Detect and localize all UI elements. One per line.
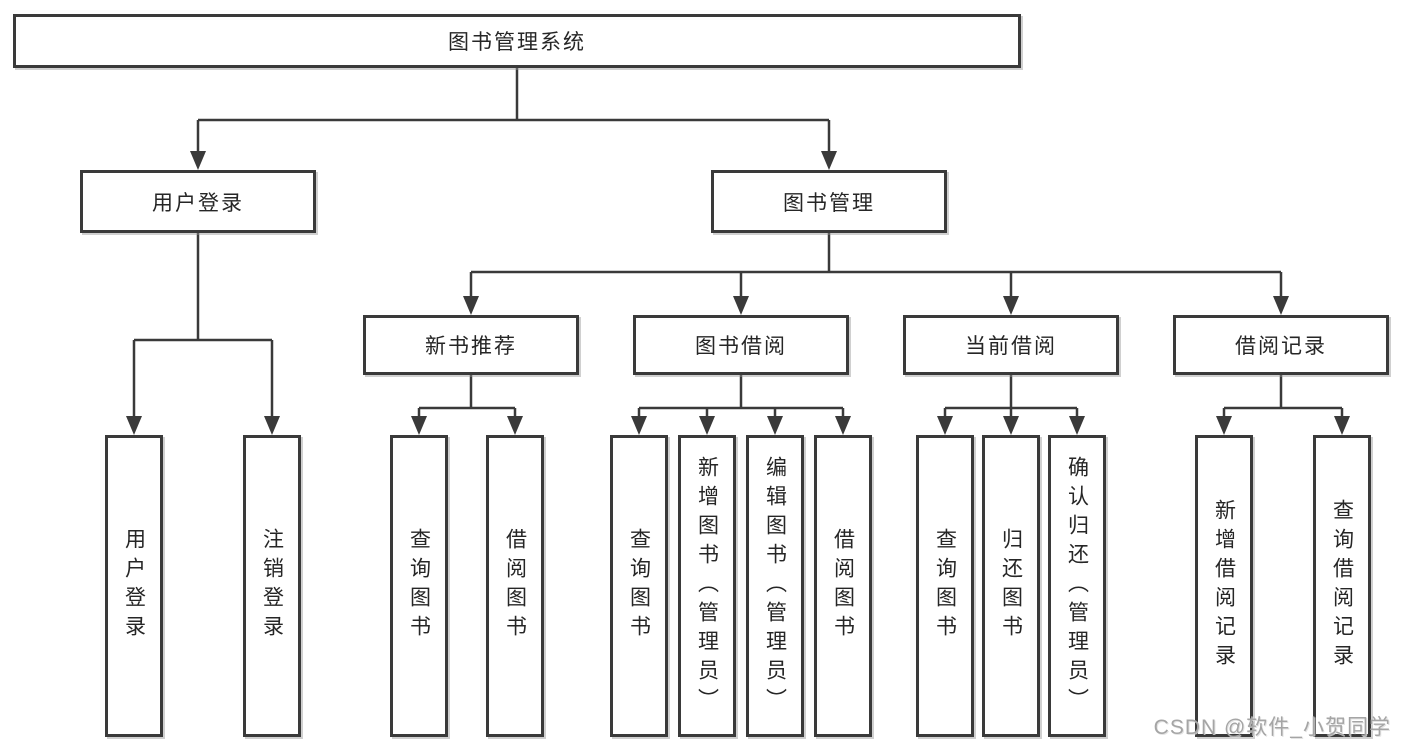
node-label: 查询借阅记录 [1330,499,1354,673]
arrow-down-icon [1216,416,1232,435]
arrow-down-icon [507,416,523,435]
leaf-current-confirm-return-admin: 确认归还（管理员） [1048,435,1106,737]
arrow-down-icon [1334,416,1350,435]
leaf-borrowing-query-books: 查询图书 [610,435,668,737]
node-label: 借阅图书 [503,528,527,644]
node-label: 查询图书 [627,528,651,644]
arrow-down-icon [190,151,206,170]
node-book-management: 图书管理 [711,170,947,233]
node-label: 当前借阅 [965,335,1057,358]
node-current-borrowing: 当前借阅 [903,315,1119,375]
node-label: 新增借阅记录 [1212,499,1236,673]
node-label: 确认归还（管理员） [1065,455,1089,717]
node-label: 编辑图书（管理员） [763,455,787,717]
node-label: 归还图书 [999,528,1023,644]
node-user-login: 用户登录 [80,170,316,233]
leaf-borrowing-edit-books-admin: 编辑图书（管理员） [746,435,804,737]
node-label: 图书管理系统 [448,31,586,54]
node-label: 借阅图书 [831,528,855,644]
arrow-down-icon [1003,296,1019,315]
node-label: 新书推荐 [425,335,517,358]
watermark: CSDN @软件_小贺同学 [1153,716,1391,739]
arrow-down-icon [126,416,142,435]
node-label: 用户登录 [122,528,146,644]
arrow-down-icon [821,151,837,170]
arrowheads [126,151,1350,435]
leaf-borrowing-borrow-books: 借阅图书 [814,435,872,737]
leaf-current-query-books: 查询图书 [916,435,974,737]
arrow-down-icon [1069,416,1085,435]
arrow-down-icon [463,296,479,315]
arrow-down-icon [264,416,280,435]
leaf-borrowing-add-books-admin: 新增图书（管理员） [678,435,736,737]
arrow-down-icon [733,296,749,315]
arrow-down-icon [767,416,783,435]
node-label: 新增图书（管理员） [695,455,719,717]
arrow-down-icon [699,416,715,435]
node-label: 用户登录 [152,191,244,215]
leaf-records-add-record: 新增借阅记录 [1195,435,1253,737]
node-label: 查询图书 [933,528,957,644]
arrow-down-icon [1273,296,1289,315]
node-label: 注销登录 [260,528,284,644]
arrow-down-icon [631,416,647,435]
node-new-book-recommend: 新书推荐 [363,315,579,375]
leaf-logout: 注销登录 [243,435,301,737]
leaf-user-login: 用户登录 [105,435,163,737]
node-library-management-system: 图书管理系统 [13,14,1021,68]
arrow-down-icon [411,416,427,435]
node-label: 图书借阅 [695,335,787,358]
leaf-records-query-record: 查询借阅记录 [1313,435,1371,737]
arrow-down-icon [937,416,953,435]
node-label: 图书管理 [783,191,875,215]
arrow-down-icon [1003,416,1019,435]
node-label: 查询图书 [407,528,431,644]
node-book-borrowing: 图书借阅 [633,315,849,375]
node-borrowing-records: 借阅记录 [1173,315,1389,375]
leaf-newbooks-borrow-books: 借阅图书 [486,435,544,737]
arrow-down-icon [835,416,851,435]
leaf-current-return-books: 归还图书 [982,435,1040,737]
node-label: 借阅记录 [1235,335,1327,358]
leaf-newbooks-query-books: 查询图书 [390,435,448,737]
